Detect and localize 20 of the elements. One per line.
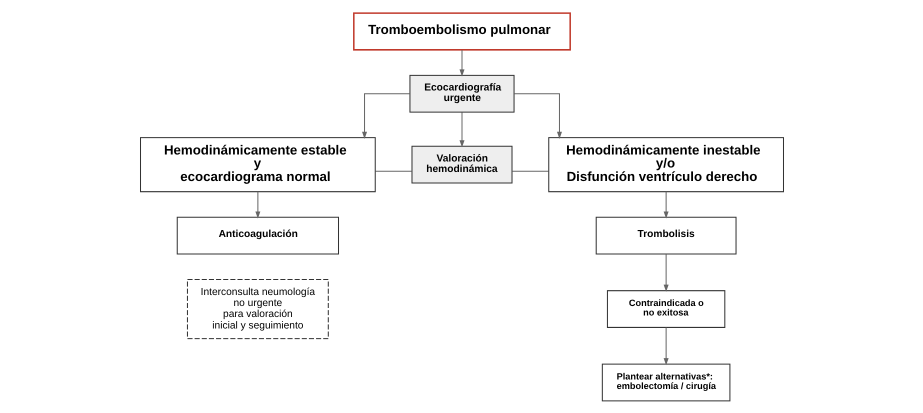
node-box: Trombolisis: [595, 216, 736, 254]
node-box: Ecocardiografía urgente: [408, 74, 514, 112]
arrow: [459, 50, 464, 76]
node-box: Interconsulta neumología no urgente para valoración inicial y seguimiento: [186, 278, 328, 339]
arrow: [459, 112, 464, 147]
node-box: Anticoagulación: [176, 216, 339, 254]
arrow: [663, 254, 668, 292]
arrow: [663, 327, 668, 365]
node-box: Hemodinámicamente estable y ecocardiograma normal: [140, 136, 376, 192]
node-box: Hemodinámicamente inestable y/o Disfunción ventrículo derecho: [548, 136, 784, 192]
arrow: [254, 191, 260, 218]
node-box: Plantear alternativas*: embolectomía / cirugía: [601, 363, 730, 401]
node-box: Valoración hemodinámica: [410, 145, 512, 184]
node-box: Tromboembolismo pulmonar: [352, 12, 570, 50]
connector: [375, 170, 412, 172]
connector: [512, 170, 548, 172]
arrow: [514, 92, 562, 138]
arrow: [663, 191, 668, 218]
node-box: Contraindicada o no exitosa: [606, 290, 725, 328]
arrow: [362, 92, 410, 138]
